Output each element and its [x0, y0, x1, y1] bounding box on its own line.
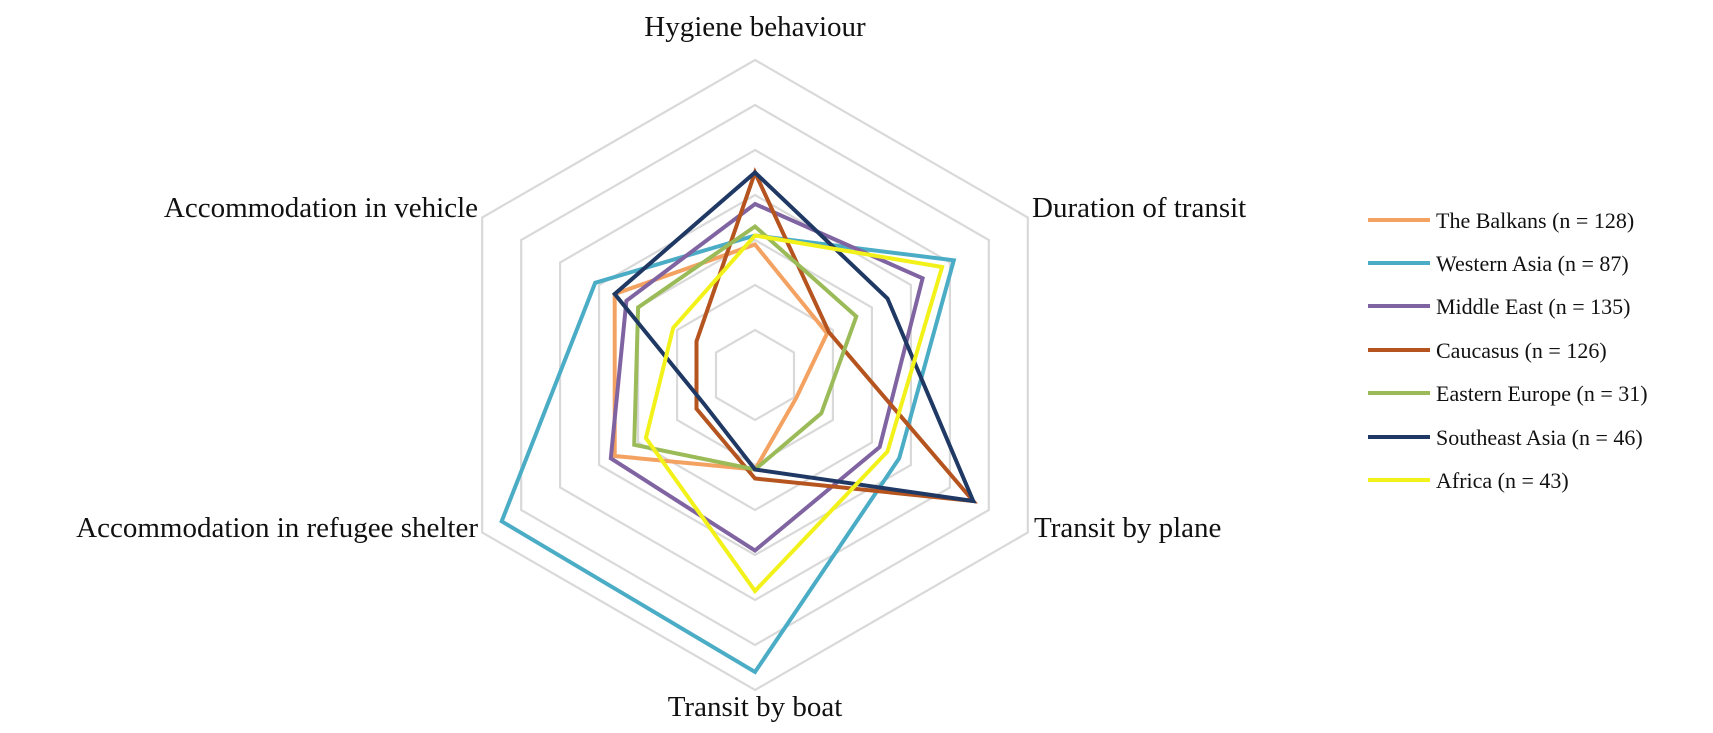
axis-label-accommodation-in-refugee-shelter: Accommodation in refugee shelter [76, 512, 478, 544]
grid-ring [597, 193, 913, 557]
series-line-5 [611, 169, 977, 504]
grid-ring [714, 328, 796, 422]
axis-label-duration-of-transit: Duration of transit [1032, 192, 1246, 224]
series-line-6 [643, 233, 945, 595]
legend-label: Western Asia (n = 87) [1436, 251, 1629, 276]
axis-label-transit-by-plane: Transit by plane [1034, 512, 1221, 544]
axis-label-transit-by-boat: Transit by boat [668, 691, 843, 723]
legend-label: Africa (n = 43) [1436, 468, 1569, 493]
axis-labels: Hygiene behaviour Duration of transit Tr… [76, 11, 1246, 723]
axis-label-accommodation-in-vehicle: Accommodation in vehicle [164, 192, 478, 224]
legend-label: The Balkans (n = 128) [1436, 208, 1634, 233]
legend-item-western-asia: Western Asia (n = 87) [1368, 251, 1629, 276]
legend-item-caucasus: Caucasus (n = 126) [1368, 338, 1607, 363]
legend-label: Eastern Europe (n = 31) [1436, 381, 1648, 406]
radar-series [499, 167, 978, 675]
grid-ring [558, 148, 952, 602]
legend: The Balkans (n = 128) Western Asia (n = … [1368, 208, 1648, 493]
series-line-2 [608, 201, 925, 553]
series-line-1 [499, 233, 957, 675]
grid-ring [675, 283, 835, 467]
grid-ring [481, 58, 1029, 692]
grid-ring [520, 103, 990, 647]
legend-item-africa: Africa (n = 43) [1368, 468, 1569, 493]
series-line-3 [694, 167, 978, 504]
legend-item-eastern-europe: Eastern Europe (n = 31) [1368, 381, 1648, 406]
legend-label: Middle East (n = 135) [1436, 294, 1631, 319]
legend-label: Southeast Asia (n = 46) [1436, 425, 1643, 450]
legend-item-the-balkans: The Balkans (n = 128) [1368, 208, 1634, 233]
legend-item-southeast-asia: Southeast Asia (n = 46) [1368, 425, 1643, 450]
legend-item-middle-east: Middle East (n = 135) [1368, 294, 1631, 319]
radar-grid [481, 58, 1029, 692]
axis-label-hygiene-behaviour: Hygiene behaviour [644, 11, 866, 43]
legend-label: Caucasus (n = 126) [1436, 338, 1607, 363]
